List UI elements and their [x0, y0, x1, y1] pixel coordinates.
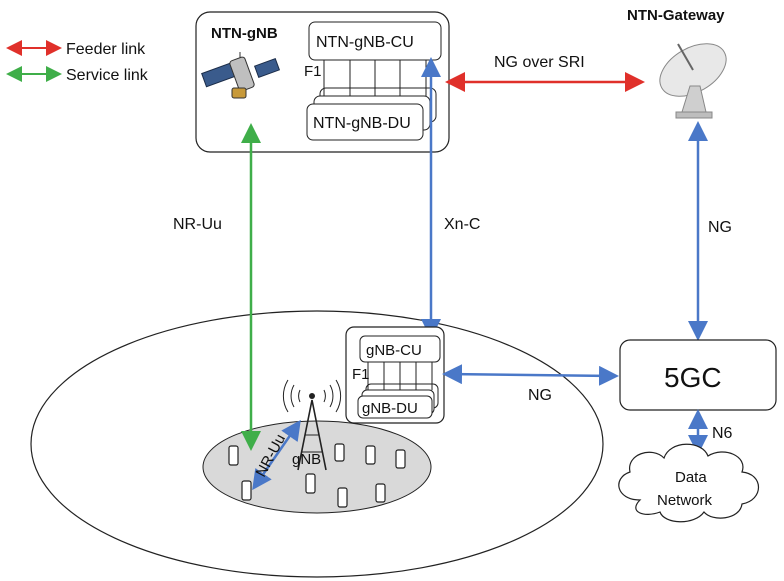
ground-gnb-box: gNB-DU F1 gNB-CU: [345, 326, 445, 424]
xn-c-label: Xn-C: [444, 216, 480, 233]
gnb-tower-label: gNB: [292, 451, 321, 468]
gnb-du-label: gNB-DU: [362, 400, 418, 417]
data-network-line1: Data: [675, 469, 707, 486]
feeder-link-legend-label: Feeder link: [66, 41, 146, 58]
ntn-gnb-du-label: NTN-gNB-DU: [313, 115, 411, 132]
ue-phone-icon: [375, 483, 386, 503]
local-nr-uu-arrow: [252, 419, 301, 491]
ue-phone-icon: [305, 473, 316, 494]
gnb-du-box: [357, 395, 433, 419]
tower-icon: [282, 379, 342, 471]
nr-uu-label: NR-Uu: [173, 216, 222, 233]
data-network-cloud: Data Network: [618, 443, 759, 523]
data-network-line2: Network: [657, 492, 713, 509]
satellite-icon: [201, 52, 281, 99]
satellite-dish-icon: [659, 43, 727, 119]
ng-ground-arrow: [442, 364, 619, 386]
ng-gateway-label: NG: [708, 219, 732, 236]
service-link-legend-label: Service link: [66, 67, 149, 84]
ue-phone-icon: [337, 487, 348, 508]
gnb-cu-label: gNB-CU: [366, 342, 422, 359]
ue-phone-icon: [334, 443, 345, 462]
ue-phone-icon: [228, 445, 239, 466]
n6-label: N6: [712, 425, 733, 442]
5gc-label: 5GC: [664, 362, 722, 393]
ng-ground-label: NG: [528, 387, 552, 404]
ntn-gnb-box: NTN-gNB NTN-gNB-DU F1 NTN-gNB-CU: [195, 11, 450, 153]
ntn-f1-label: F1: [304, 63, 322, 80]
ntn-gnb-cu-label: NTN-gNB-CU: [316, 34, 414, 51]
ue-phone-icon: [365, 445, 376, 465]
ue-phone-icon: [241, 480, 252, 501]
ntn-gnb-cu-box: [308, 21, 442, 61]
ue-phone-icon: [395, 449, 406, 469]
ntn-gnb-title: NTN-gNB: [211, 25, 278, 42]
legend: Feeder link Service link: [6, 40, 149, 84]
ng-over-sri-label: NG over SRI: [494, 54, 585, 71]
ntn-gateway-title: NTN-Gateway: [627, 7, 725, 24]
gnb-cu-box: [359, 335, 441, 363]
gnb-f1-label: F1: [352, 366, 370, 383]
coverage-area: [30, 310, 604, 578]
ue-devices: [228, 443, 406, 508]
